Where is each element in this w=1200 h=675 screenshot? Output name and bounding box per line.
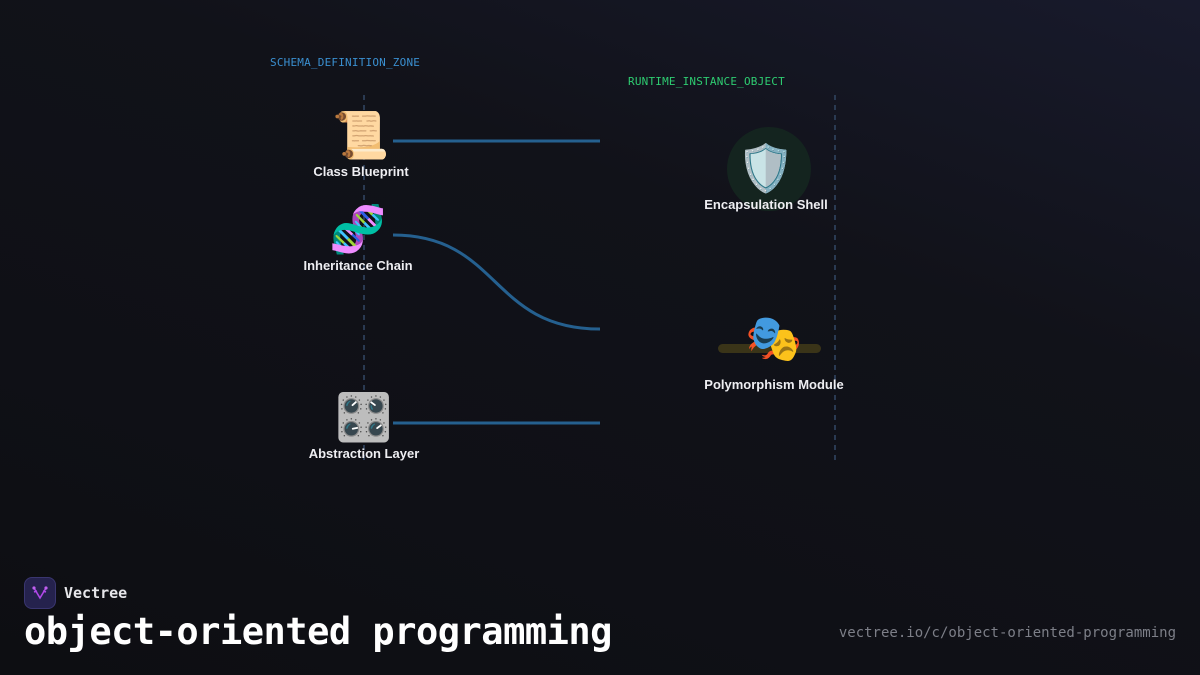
polymorphism-bar [718,344,821,353]
source-url[interactable]: vectree.io/c/object-oriented-programming [838,625,1176,641]
node-label: Polymorphism Module [704,377,844,392]
node-inheritance-chain[interactable]: 🧬 Inheritance Chain [258,202,458,273]
node-class-blueprint[interactable]: 📜 Class Blueprint [261,108,461,179]
node-polymorphism-module[interactable]: 🎭 Polymorphism Module [674,311,874,392]
node-encapsulation-shell[interactable]: 🛡️ Encapsulation Shell [666,141,866,212]
node-label: Inheritance Chain [303,258,413,273]
shield-backdrop [727,127,811,211]
scroll-icon: 📜 [332,108,390,162]
node-label: Encapsulation Shell [704,197,828,212]
shield-icon: 🛡️ [737,141,795,195]
page-title: object-oriented programming [24,610,612,653]
vectree-logo-icon [24,577,56,609]
brand: Vectree [24,577,127,609]
dna-icon: 🧬 [329,202,387,256]
node-abstraction-layer[interactable]: 🎛️ Abstraction Layer [264,390,464,461]
node-label: Abstraction Layer [308,446,420,461]
control-knobs-icon: 🎛️ [335,390,393,444]
brand-name: Vectree [64,584,128,602]
node-label: Class Blueprint [313,164,409,179]
wire-inheritance-chain [392,233,601,331]
performing-arts-masks-icon: 🎭 [745,311,803,365]
schema-zone-label: SCHEMA_DEFINITION_ZONE [270,56,421,69]
runtime-zone-label: RUNTIME_INSTANCE_OBJECT [628,75,785,88]
